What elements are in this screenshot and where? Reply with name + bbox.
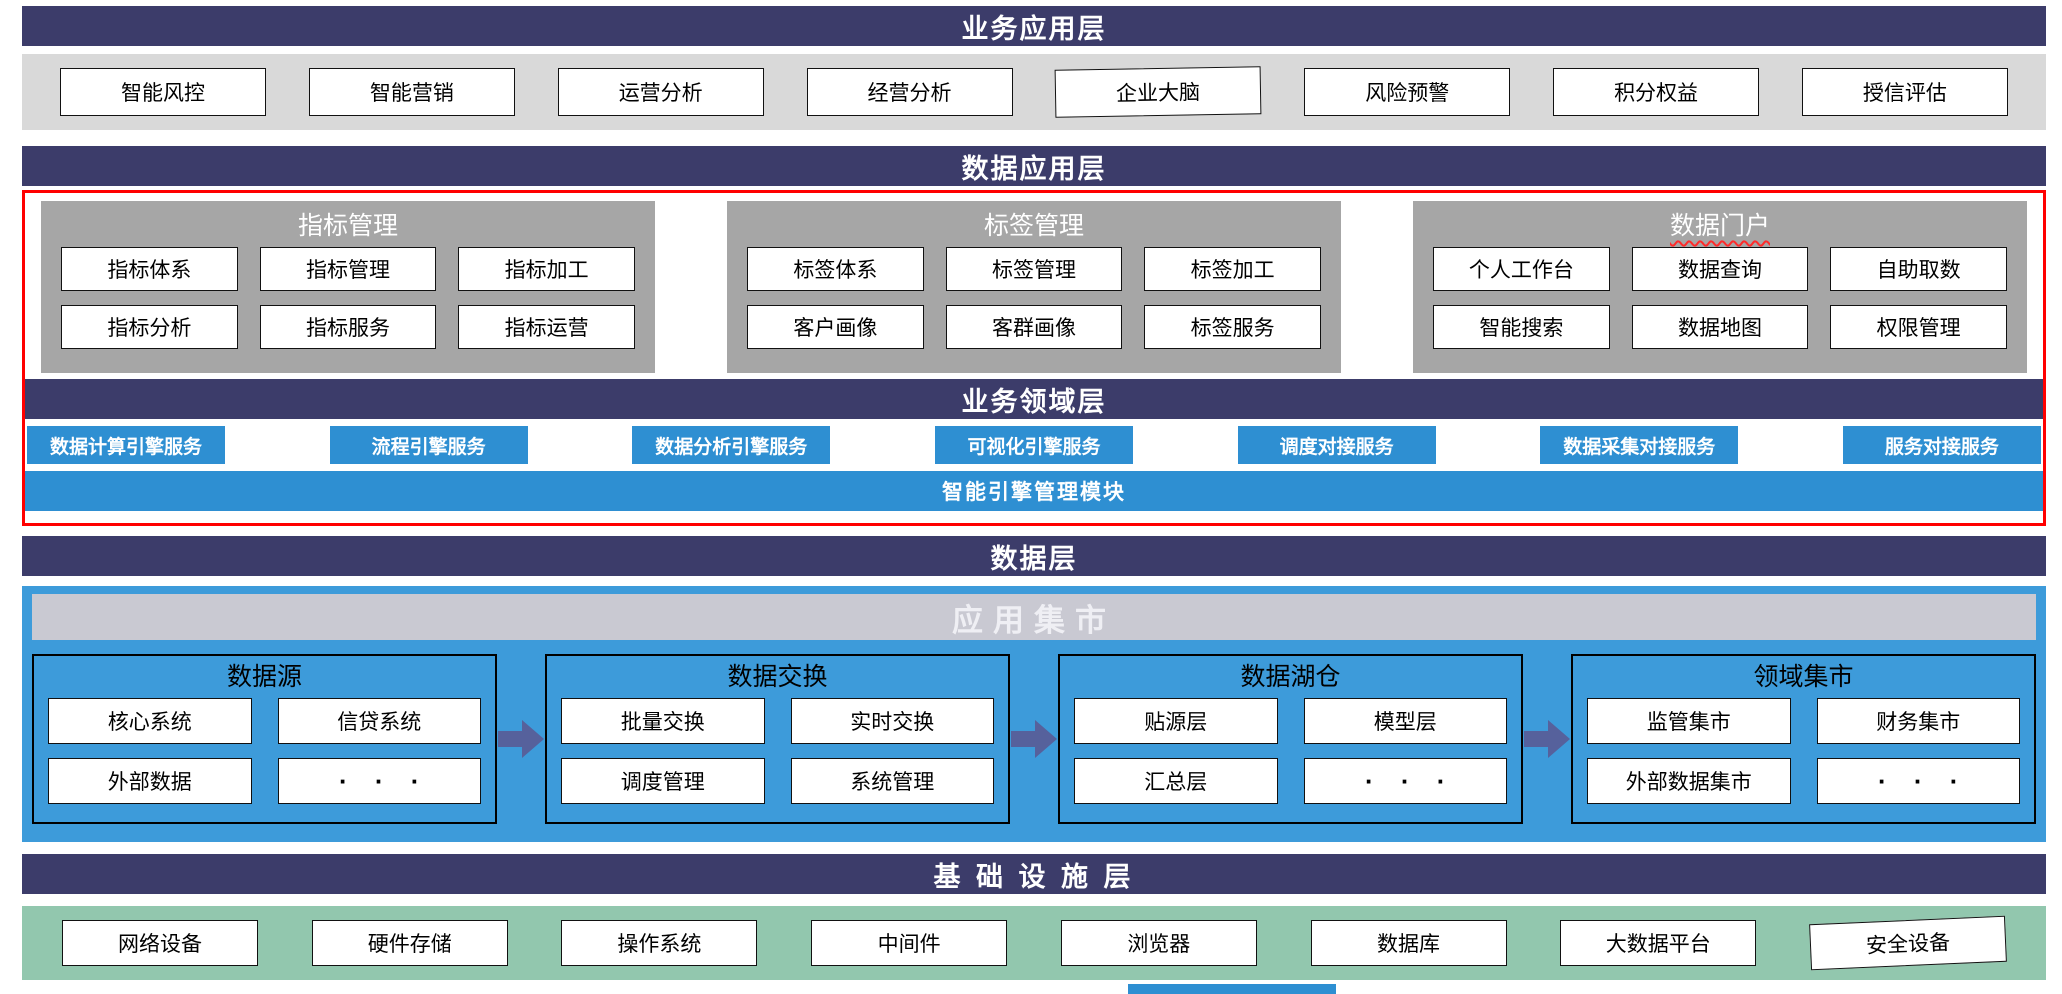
service-button-data-analysis: 数据分析引擎服务 [632,426,831,464]
panel-box: 自助取数 [1830,247,2007,291]
panel-box: 标签体系 [747,247,924,291]
panel-box: 指标加工 [458,247,635,291]
app-box-marketing: 智能营销 [308,68,515,116]
subpanel-title: 数据湖仓 [1240,664,1341,691]
subpanel-box: 外部数据集市 [1587,758,1791,804]
subpanel-box: 实时交换 [790,698,994,744]
subpanel-title: 领域集市 [1753,664,1854,691]
infra-box-security-device: 安全设备 [1809,915,2007,971]
subpanel-box: 外部数据 [48,758,252,804]
layer-header-infrastructure: 基 础 设 施 层 [22,854,2046,894]
panel-box: 客户画像 [747,305,924,349]
app-mart-header: 应用集市 [32,594,2036,640]
subpanel-data-lakehouse: 数据湖仓 贴源层 模型层 汇总层 · · · [1058,654,1523,824]
infra-box-storage: 硬件存储 [311,920,508,966]
subpanel-title: 数据交换 [727,664,828,691]
app-box-points-rights: 积分权益 [1553,68,1760,116]
panel-title: 数据门户 [1669,212,1770,240]
service-button-data-collection: 数据采集对接服务 [1540,426,1739,464]
subpanel-box: 批量交换 [561,698,765,744]
subpanel-box: 调度管理 [561,758,765,804]
flow-arrow-icon [498,718,544,760]
app-box-risk-warning: 风险预警 [1304,68,1511,116]
panel-title: 指标管理 [297,212,398,240]
engine-management-bar: 智能引擎管理模块 [25,471,2043,511]
subpanel-box: 模型层 [1303,698,1507,744]
subpanel-domain-mart: 领域集市 监管集市 财务集市 外部数据集市 · · · [1571,654,2036,824]
infrastructure-band: 网络设备 硬件存储 操作系统 中间件 浏览器 数据库 大数据平台 安全设备 [22,906,2046,980]
panel-box: 指标体系 [61,247,238,291]
layer-header-data-app: 数据应用层 [22,146,2046,186]
panel-title: 标签管理 [983,212,1084,240]
subpanel-box: 核心系统 [48,698,252,744]
panel-box: 权限管理 [1830,305,2007,349]
subpanel-box: 信贷系统 [277,698,481,744]
infra-box-os: 操作系统 [561,920,758,966]
subpanel-box: 财务集市 [1816,698,2020,744]
subpanel-box: 系统管理 [790,758,994,804]
panel-box: 指标运营 [458,305,635,349]
panel-box: 客群画像 [945,305,1123,349]
engine-services-row: 数据计算引擎服务 流程引擎服务 数据分析引擎服务 可视化引擎服务 调度对接服务 … [25,419,2043,471]
layer-header-business-domain: 业务领域层 [25,379,2043,419]
app-box-risk-control: 智能风控 [60,68,266,116]
panel-box: 智能搜索 [1433,305,1610,349]
layer-header-business-app: 业务应用层 [22,6,2046,46]
cutoff-partial-box [1128,984,1336,994]
infra-box-browser: 浏览器 [1060,920,1257,966]
subpanel-data-source: 数据源 核心系统 信贷系统 外部数据 · · · [32,654,497,824]
service-button-data-compute: 数据计算引擎服务 [27,426,225,464]
app-box-operation-analysis: 运营分析 [557,68,764,116]
infra-box-bigdata-platform: 大数据平台 [1560,920,1757,966]
panel-box: 指标服务 [259,305,437,349]
service-button-service-interface: 服务对接服务 [1842,426,2041,464]
infra-box-database: 数据库 [1310,920,1507,966]
service-button-visualization: 可视化引擎服务 [934,426,1133,464]
app-box-enterprise-brain: 企业大脑 [1054,66,1262,118]
panel-indicator-management: 指标管理 指标体系 指标管理 指标加工 指标分析 指标服务 指标运营 [41,201,655,373]
infra-box-middleware: 中间件 [811,920,1008,966]
subpanel-box: 监管集市 [1587,698,1791,744]
subpanel-box: 贴源层 [1074,698,1278,744]
panel-data-portal: 数据门户 个人工作台 数据查询 自助取数 智能搜索 数据地图 权限管理 [1413,201,2027,373]
subpanel-title: 数据源 [226,664,302,691]
subpanel-box-ellipsis: · · · [277,758,481,804]
subpanel-box-ellipsis: · · · [1816,758,2020,804]
app-box-business-analysis: 经营分析 [806,68,1013,116]
layer-header-data-layer: 数据层 [22,536,2046,576]
panel-box: 标签加工 [1144,247,1321,291]
subpanel-data-exchange: 数据交换 批量交换 实时交换 调度管理 系统管理 [545,654,1010,824]
subpanel-box: 汇总层 [1074,758,1278,804]
panel-box: 标签服务 [1144,305,1321,349]
infra-box-network: 网络设备 [62,920,258,966]
data-layer-panel: 应用集市 数据源 核心系统 信贷系统 外部数据 · · · 数据交换 批量交换 … [22,586,2046,842]
panel-tag-management: 标签管理 标签体系 标签管理 标签加工 客户画像 客群画像 标签服务 [727,201,1341,373]
panel-box: 个人工作台 [1433,247,1610,291]
business-app-band: 智能风控 智能营销 运营分析 经营分析 企业大脑 风险预警 积分权益 授信评估 [22,54,2046,130]
service-button-scheduling: 调度对接服务 [1237,426,1436,464]
data-app-panels: 指标管理 指标体系 指标管理 指标加工 指标分析 指标服务 指标运营 标签管理 … [25,201,2043,373]
panel-box: 标签管理 [945,247,1123,291]
panel-box: 数据查询 [1631,247,1809,291]
red-highlight-frame: 指标管理 指标体系 指标管理 指标加工 指标分析 指标服务 指标运营 标签管理 … [22,190,2046,526]
subpanel-box-ellipsis: · · · [1303,758,1507,804]
panel-box: 指标分析 [61,305,238,349]
service-button-process-engine: 流程引擎服务 [329,426,528,464]
flow-arrow-icon [1011,718,1057,760]
panel-box: 指标管理 [259,247,437,291]
flow-arrow-icon [1524,718,1570,760]
app-box-credit-evaluation: 授信评估 [1801,68,2008,116]
panel-box: 数据地图 [1631,305,1809,349]
